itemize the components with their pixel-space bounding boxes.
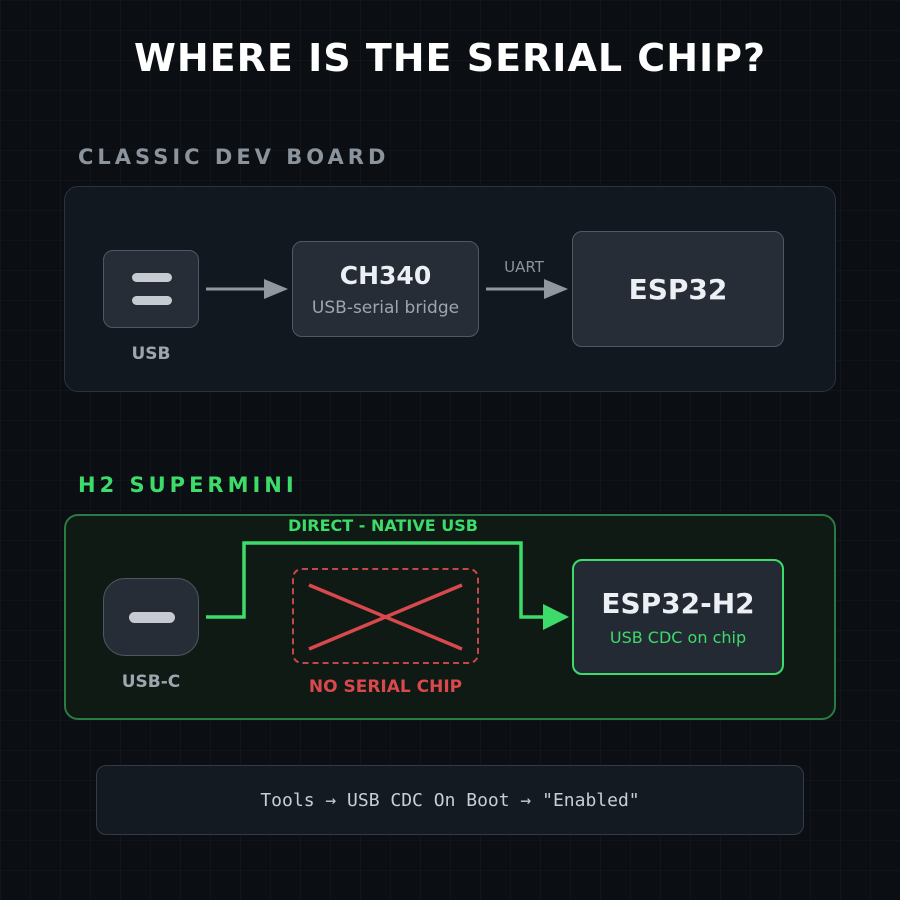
no-serial-chip-label: NO SERIAL CHIP xyxy=(308,677,463,697)
esp32-box: ESP32 xyxy=(572,231,784,347)
uart-label: UART xyxy=(504,258,544,276)
ch340-bridge-box: CH340 USB-serial bridge xyxy=(292,241,479,337)
usb-port-label: USB xyxy=(131,344,171,364)
page-title: WHERE IS THE SERIAL CHIP? xyxy=(133,36,767,80)
classic-section-label: CLASSIC DEV BOARD xyxy=(78,145,390,169)
no-serial-chip-box xyxy=(292,568,479,664)
ch340-subtitle: USB-serial bridge xyxy=(311,297,460,318)
esp32-h2-box: ESP32-H2 USB CDC on chip xyxy=(572,559,784,675)
usb-c-port-icon xyxy=(103,578,199,656)
usb-c-port-label: USB-C xyxy=(121,672,181,692)
h2-section-label: H2 SUPERMINI xyxy=(78,473,298,497)
usb-a-port-icon xyxy=(103,250,199,328)
esp32-h2-name: ESP32-H2 xyxy=(601,587,755,620)
ch340-name: CH340 xyxy=(339,260,432,290)
ch340-to-esp32-arrowhead xyxy=(544,279,568,299)
esp32-h2-subtitle: USB CDC on chip xyxy=(609,628,747,647)
esp32-name: ESP32 xyxy=(628,272,728,306)
usb-to-ch340-arrowhead xyxy=(264,279,288,299)
cross-out-line-2 xyxy=(308,583,463,651)
direct-usb-label: DIRECT - NATIVE USB xyxy=(288,516,478,535)
arduino-settings-hint: Tools → USB CDC On Boot → "Enabled" xyxy=(96,765,804,835)
direct-usb-arrowhead xyxy=(543,604,569,630)
direct-usb-path xyxy=(206,541,545,619)
